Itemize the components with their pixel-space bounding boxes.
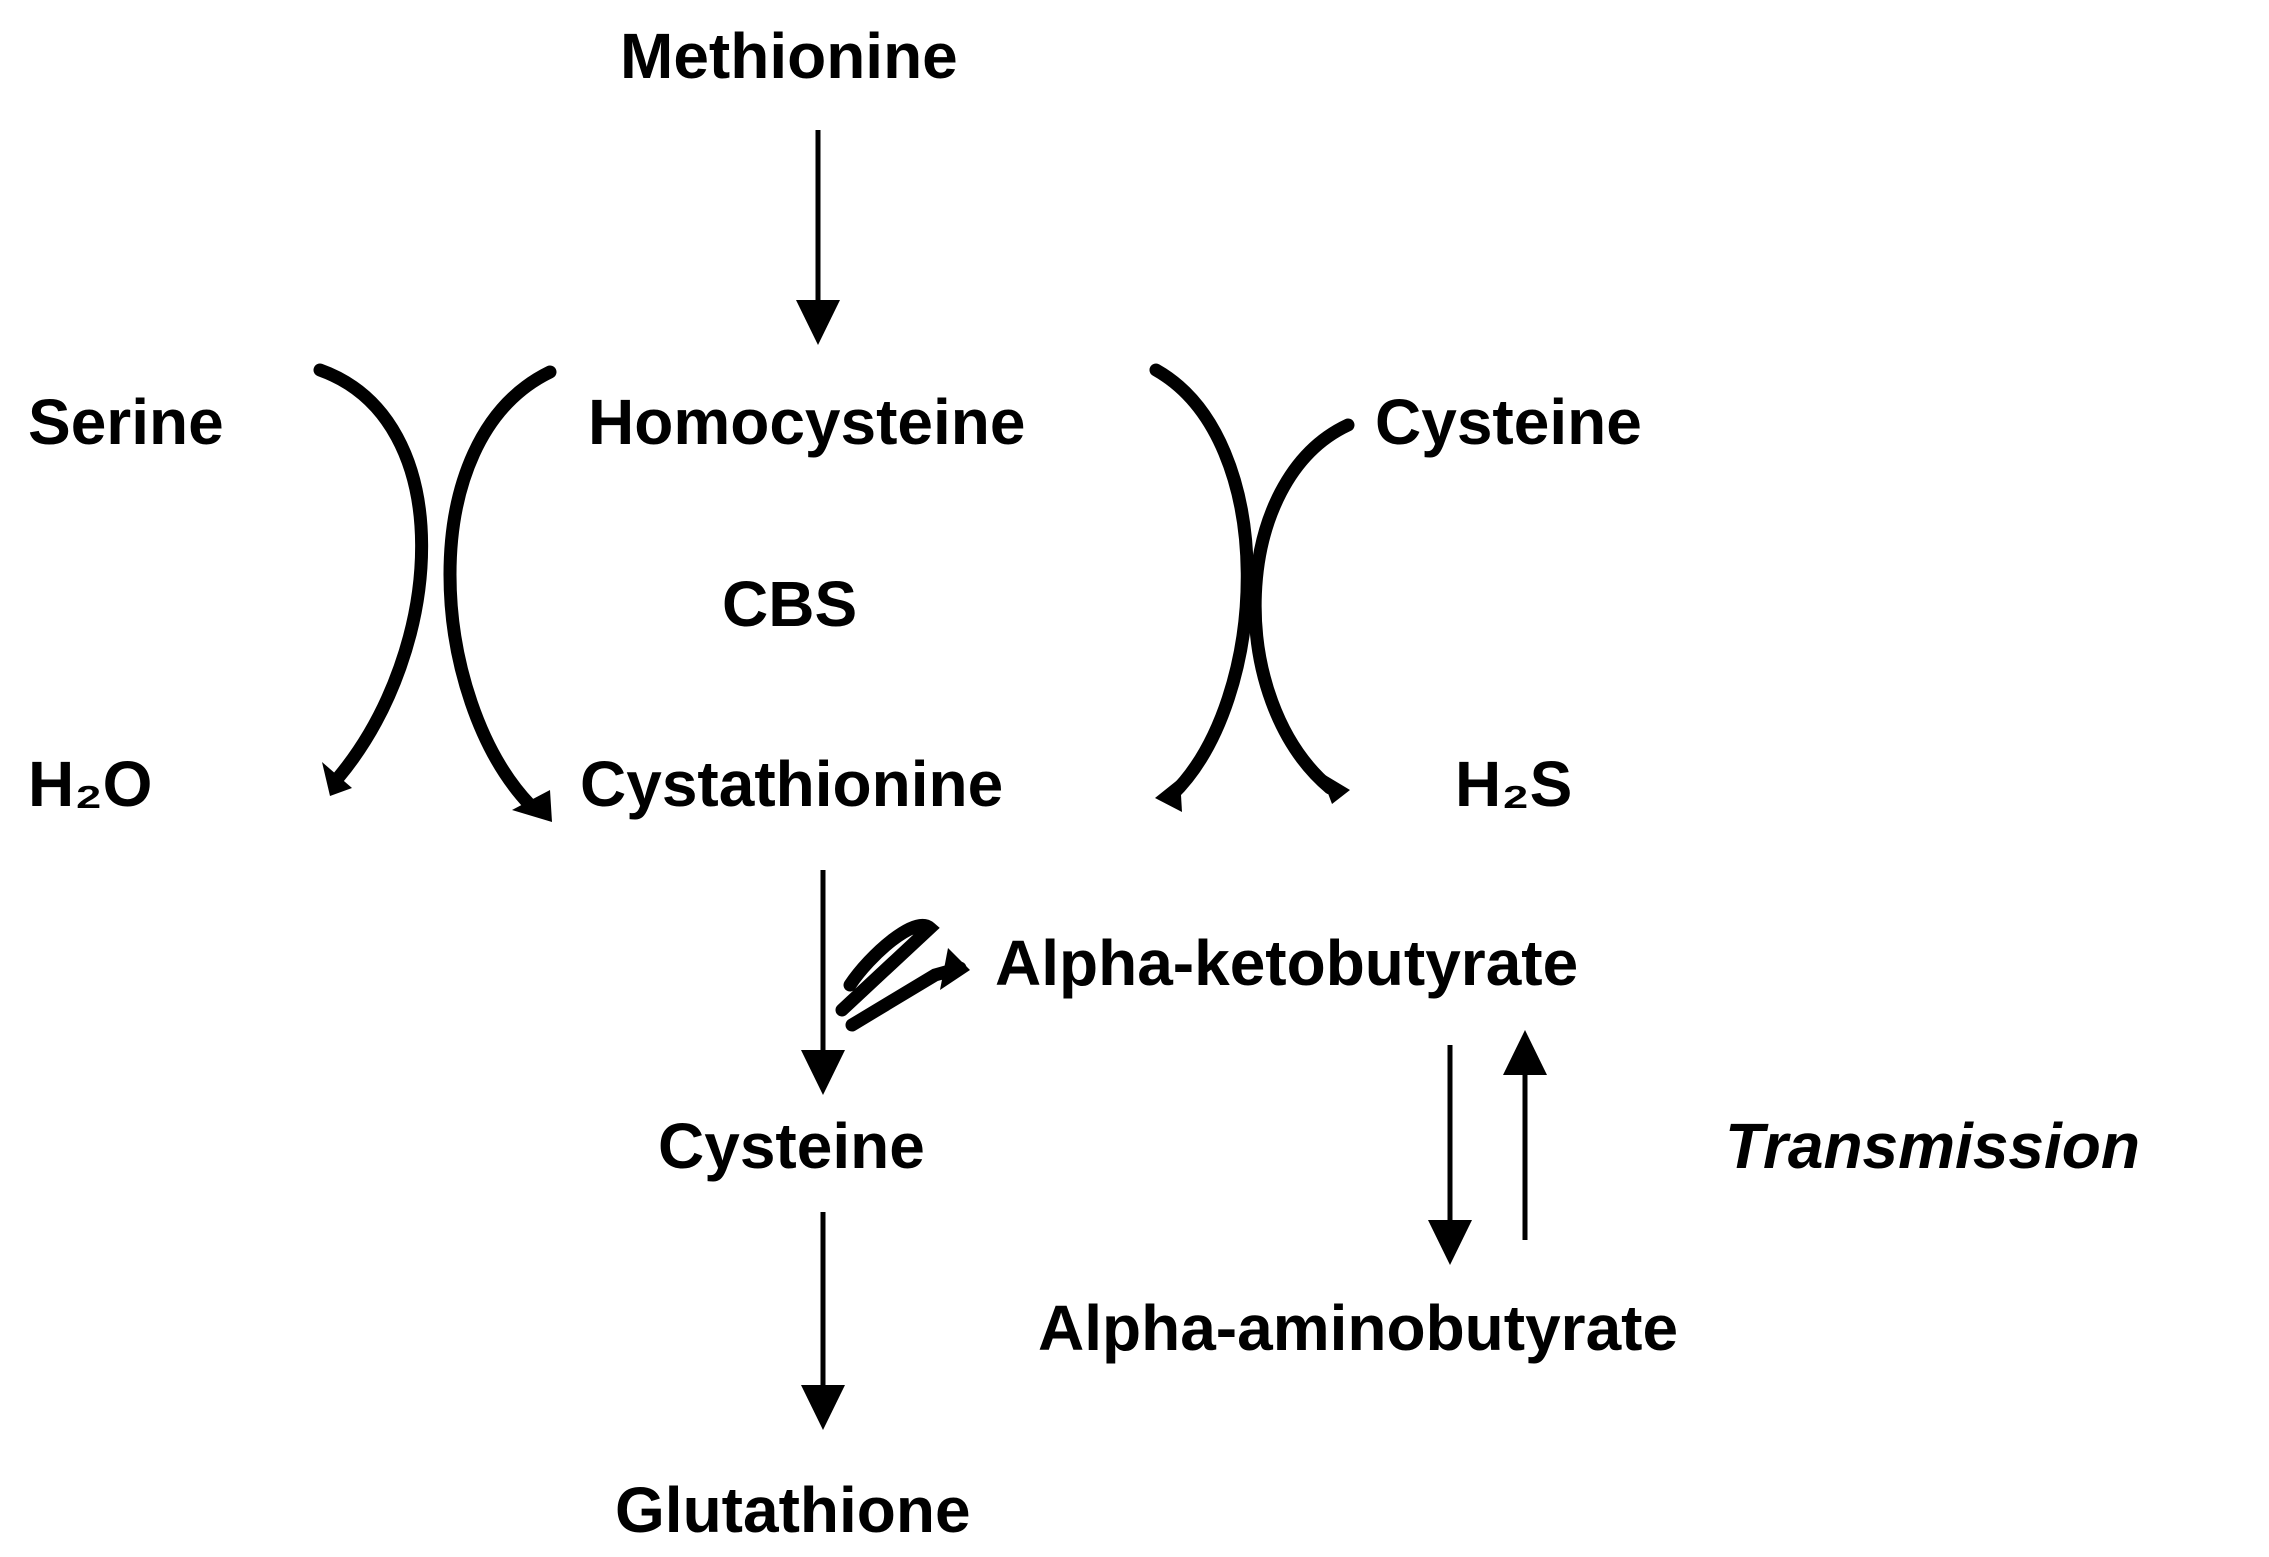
arrow-cysteine-glutathione bbox=[801, 1212, 845, 1430]
node-cysteine-top: Cysteine bbox=[1375, 386, 1642, 458]
node-methionine: Methionine bbox=[620, 20, 958, 92]
arrow-aminobutyrate-to-ketobutyrate bbox=[1503, 1030, 1547, 1240]
node-cysteine-mid: Cysteine bbox=[658, 1110, 925, 1182]
node-cystathionine: Cystathionine bbox=[580, 748, 1003, 820]
arc-serine-h2o bbox=[313, 363, 429, 796]
node-alpha-ketobutyrate: Alpha-ketobutyrate bbox=[995, 927, 1578, 999]
node-homocysteine: Homocysteine bbox=[588, 386, 1025, 458]
arrow-to-alpha-ketobutyrate bbox=[835, 919, 970, 1032]
arc-homocysteine-cystathionine-left bbox=[443, 365, 557, 822]
node-h2s: H₂S bbox=[1455, 748, 1572, 820]
node-serine: Serine bbox=[28, 386, 224, 458]
arc-cysteine-h2s bbox=[1248, 418, 1355, 804]
label-cbs: CBS bbox=[722, 568, 857, 640]
arrow-cystathionine-cysteine bbox=[801, 870, 845, 1095]
arrow-methionine-homocysteine bbox=[796, 130, 840, 345]
arc-homocysteine-cystathionine-right bbox=[1149, 363, 1254, 812]
node-h2o: H₂O bbox=[28, 748, 152, 820]
arrow-ketobutyrate-to-aminobutyrate bbox=[1428, 1045, 1472, 1265]
node-glutathione: Glutathione bbox=[615, 1474, 971, 1546]
label-transmission: Transmission bbox=[1725, 1110, 2140, 1182]
node-alpha-aminobutyrate: Alpha-aminobutyrate bbox=[1038, 1292, 1678, 1364]
